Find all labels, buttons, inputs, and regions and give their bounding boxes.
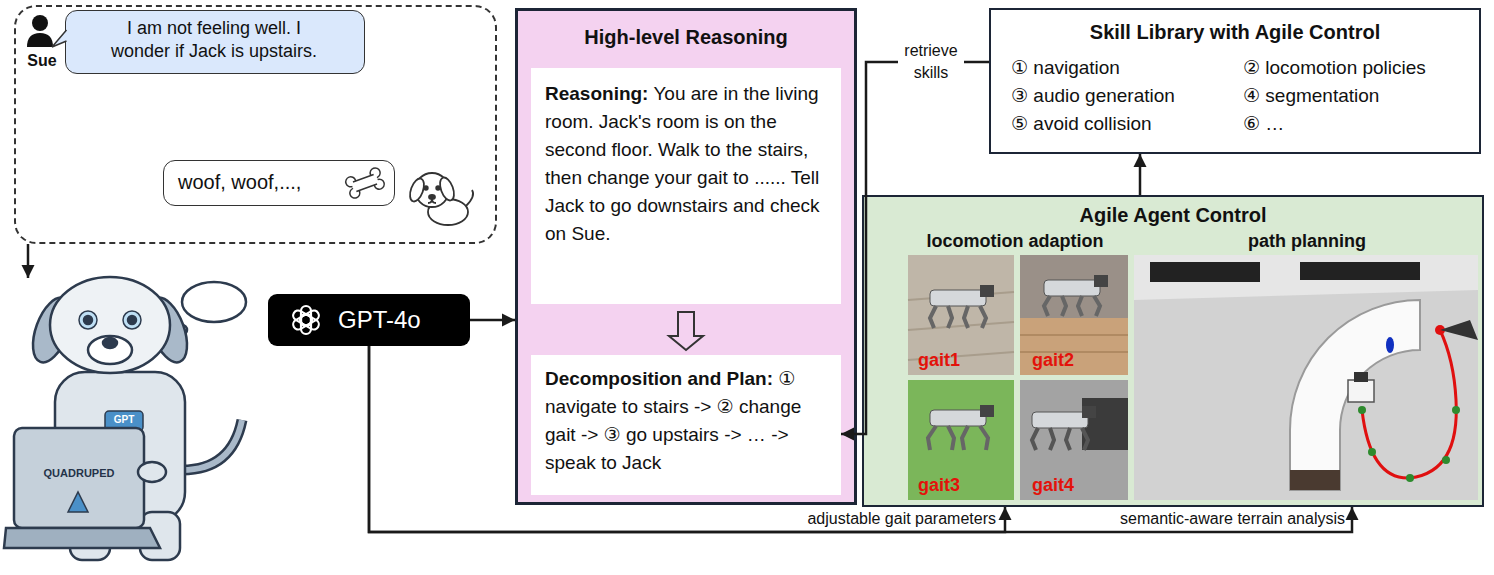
- text-slot: adjustable gait parameters: [740, 509, 996, 528]
- robot-dog-figure: [4, 277, 246, 560]
- panel-title: Skill Library with Agile Control: [991, 20, 1479, 44]
- edge-label: adjustable gait parameters: [740, 509, 996, 528]
- image-label: gait1: [918, 350, 998, 370]
- text-slot: gait2: [1032, 350, 1112, 370]
- speech-bubble: I am not feeling well. I wonder if Jack …: [65, 10, 365, 74]
- dashed-group: Sue I am not feeling well. I wonder if Ja…: [14, 5, 497, 244]
- arrow-head: [1346, 507, 1359, 520]
- skill-item: ④ segmentation: [1243, 84, 1473, 108]
- skill-item: ① navigation: [1011, 56, 1239, 80]
- text-slot: GPT-4o: [338, 306, 466, 334]
- model-name: GPT-4o: [338, 306, 466, 334]
- text-slot: ② locomotion policies: [1243, 56, 1473, 80]
- text-slot: gait1: [918, 350, 998, 370]
- gait-photo: [1020, 255, 1128, 375]
- text-slot: gait4: [1032, 475, 1112, 495]
- text-slot: I am not feeling well. I wonder if Jack …: [99, 17, 329, 63]
- body-text: Decomposition and Plan: ① navigate to st…: [545, 365, 829, 477]
- speech-text: I am not feeling well. I wonder if Jack …: [99, 17, 329, 63]
- text-slot: locomotion adaption: [900, 231, 1130, 251]
- arrow-head: [502, 314, 515, 327]
- connector: [1134, 154, 1147, 195]
- person-icon: [27, 15, 53, 47]
- path-planning-scene: [1134, 255, 1478, 500]
- text-slot: ③ audio generation: [1011, 84, 1239, 108]
- text-slot: semantic-aware terrain analysis: [1040, 509, 1345, 528]
- text-slot: QUADRUPED: [14, 466, 144, 480]
- arrow-head: [22, 265, 35, 278]
- panel-title: Agile Agent Control: [864, 203, 1482, 227]
- text-lead: Decomposition and Plan:: [545, 368, 773, 389]
- text-slot: woof, woof,...,: [178, 170, 343, 194]
- speech-text: woof, woof,...,: [178, 170, 343, 194]
- skill-item: ⑤ avoid collision: [1011, 112, 1239, 136]
- text-slot: ⑥ …: [1243, 112, 1473, 136]
- text-slot: Reasoning: You are in the living room. J…: [545, 80, 829, 248]
- connector: [470, 314, 515, 327]
- image-label: gait2: [1032, 350, 1112, 370]
- badge-text: GPT: [105, 413, 143, 427]
- laptop-text: QUADRUPED: [14, 466, 144, 480]
- dog-icon: [407, 173, 473, 225]
- model-box: GPT-4o: [268, 294, 470, 346]
- plan-box: Decomposition and Plan: ① navigate to st…: [531, 355, 841, 495]
- edge-label: retrieve skills: [898, 40, 964, 84]
- body-text: Reasoning: You are in the living room. J…: [545, 80, 829, 248]
- edge-label: semantic-aware terrain analysis: [1040, 509, 1345, 528]
- section-title: locomotion adaption: [900, 231, 1130, 251]
- text-slot: path planning: [1134, 231, 1480, 251]
- skill-library: Skill Library with Agile Control ① naviga…: [989, 8, 1481, 154]
- skill-item: ⑥ …: [1243, 112, 1473, 136]
- text-slot: retrieve skills: [898, 40, 964, 84]
- skill-item: ② locomotion policies: [1243, 56, 1473, 80]
- gait-photo: [908, 255, 1014, 375]
- gait-photo: [1020, 380, 1128, 500]
- arrow-head: [999, 507, 1012, 520]
- text-slot: Decomposition and Plan: ① navigate to st…: [545, 365, 829, 477]
- text-slot: ① navigation: [1011, 56, 1239, 80]
- text-slot: ⑤ avoid collision: [1011, 112, 1239, 136]
- arrow-head: [1134, 154, 1147, 167]
- speaker-name: Sue: [18, 51, 66, 71]
- connector: [22, 244, 35, 278]
- text-slot: High-level Reasoning: [518, 25, 854, 49]
- image-label: gait4: [1032, 475, 1112, 495]
- text-slot: Sue: [18, 51, 66, 71]
- text-slot: GPT: [105, 413, 143, 427]
- gait-photo: [908, 380, 1014, 500]
- panel-title: High-level Reasoning: [518, 25, 854, 49]
- text-slot: Agile Agent Control: [864, 203, 1482, 227]
- text-slot: gait3: [918, 475, 998, 495]
- text-lead: Reasoning:: [545, 83, 648, 104]
- text-slot: ④ segmentation: [1243, 84, 1473, 108]
- skill-item: ③ audio generation: [1011, 84, 1239, 108]
- reasoning-box: Reasoning: You are in the living room. J…: [531, 68, 841, 304]
- reasoning-panel: High-level ReasoningReasoning: You are i…: [515, 8, 857, 505]
- section-title: path planning: [1134, 231, 1480, 251]
- image-label: gait3: [918, 475, 998, 495]
- text-slot: Skill Library with Agile Control: [991, 20, 1479, 44]
